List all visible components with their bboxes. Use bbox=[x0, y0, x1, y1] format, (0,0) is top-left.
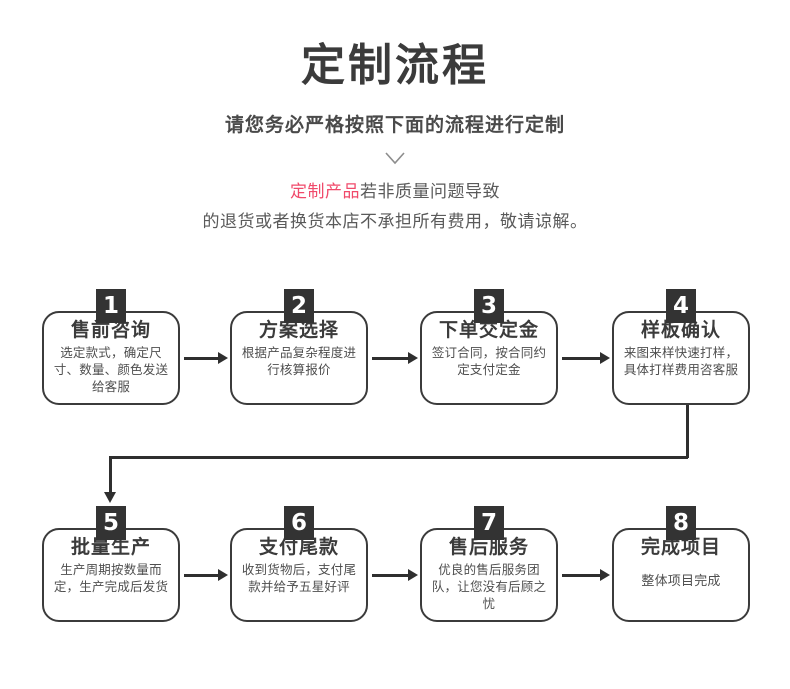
step-title: 售后服务 bbox=[448, 537, 529, 558]
step-number-badge: 7 bbox=[474, 506, 504, 540]
arrow-step7-to-step8 bbox=[562, 569, 610, 581]
step-number-badge: 5 bbox=[96, 506, 126, 540]
step-description: 选定款式，确定尺寸、数量、颜色发送给客服 bbox=[53, 346, 169, 394]
step-description: 优良的售后服务团队，让您没有后顾之忧 bbox=[431, 563, 547, 611]
connector-horizontal bbox=[109, 456, 688, 459]
connector-vertical-from-step4 bbox=[686, 405, 689, 458]
flow-step-8[interactable]: 8 完成项目 整体项目完成 bbox=[612, 506, 750, 622]
step-number-badge: 4 bbox=[666, 289, 696, 323]
step-description: 根据产品复杂程度进行核算报价 bbox=[241, 346, 357, 377]
page-title: 定制流程 bbox=[301, 41, 489, 90]
step-description: 收到货物后，支付尾款并给予五星好评 bbox=[241, 563, 357, 594]
step-number-badge: 8 bbox=[666, 506, 696, 540]
step-title: 售前咨询 bbox=[70, 320, 151, 341]
step-description: 生产周期按数量而定，生产完成后发货 bbox=[53, 563, 169, 594]
notice-text: 定制产品若非质量问题导致 的退货或者换货本店不承担所有费用，敬请谅解。 bbox=[0, 165, 790, 237]
notice-highlight: 定制产品 bbox=[290, 182, 360, 201]
step-title: 批量生产 bbox=[70, 537, 151, 558]
step-title: 样板确认 bbox=[640, 320, 721, 341]
page-subtitle: 请您务必严格按照下面的流程进行定制 bbox=[224, 115, 565, 136]
flow-step-6[interactable]: 6 支付尾款 收到货物后，支付尾款并给予五星好评 bbox=[230, 506, 368, 622]
notice-line2: 的退货或者换货本店不承担所有费用，敬请谅解。 bbox=[202, 212, 588, 231]
arrow-step1-to-step2 bbox=[184, 352, 228, 364]
flow-step-5[interactable]: 5 批量生产 生产周期按数量而定，生产完成后发货 bbox=[42, 506, 180, 622]
step-number-badge: 2 bbox=[284, 289, 314, 323]
notice-line1-rest: 若非质量问题导致 bbox=[360, 182, 500, 201]
flow-step-2[interactable]: 2 方案选择 根据产品复杂程度进行核算报价 bbox=[230, 289, 368, 405]
flow-step-7[interactable]: 7 售后服务 优良的售后服务团队，让您没有后顾之忧 bbox=[420, 506, 558, 622]
flow-step-3[interactable]: 3 下单交定金 签订合同，按合同约定支付定金 bbox=[420, 289, 558, 405]
arrow-step5-to-step6 bbox=[184, 569, 228, 581]
step-description: 签订合同，按合同约定支付定金 bbox=[431, 346, 547, 377]
connector-vertical-to-step5 bbox=[109, 456, 112, 494]
flow-step-4[interactable]: 4 样板确认 来图来样快速打样，具体打样费用咨客服 bbox=[612, 289, 750, 405]
chevron-down-icon bbox=[385, 152, 405, 165]
connector-arrowhead bbox=[104, 492, 116, 503]
step-title: 支付尾款 bbox=[258, 537, 339, 558]
step-description: 来图来样快速打样，具体打样费用咨客服 bbox=[623, 346, 739, 377]
step-title: 方案选择 bbox=[258, 320, 339, 341]
step-title: 完成项目 bbox=[640, 537, 721, 558]
step-number-badge: 6 bbox=[284, 506, 314, 540]
header: 定制流程 请您务必严格按照下面的流程进行定制 定制产品若非质量问题导致 的退货或… bbox=[0, 0, 790, 237]
arrow-step6-to-step7 bbox=[372, 569, 418, 581]
step-number-badge: 1 bbox=[96, 289, 126, 323]
arrow-step2-to-step3 bbox=[372, 352, 418, 364]
flow-step-1[interactable]: 1 售前咨询 选定款式，确定尺寸、数量、颜色发送给客服 bbox=[42, 289, 180, 405]
step-description: 整体项目完成 bbox=[641, 573, 721, 588]
arrow-step3-to-step4 bbox=[562, 352, 610, 364]
step-number-badge: 3 bbox=[474, 289, 504, 323]
step-title: 下单交定金 bbox=[438, 320, 539, 341]
